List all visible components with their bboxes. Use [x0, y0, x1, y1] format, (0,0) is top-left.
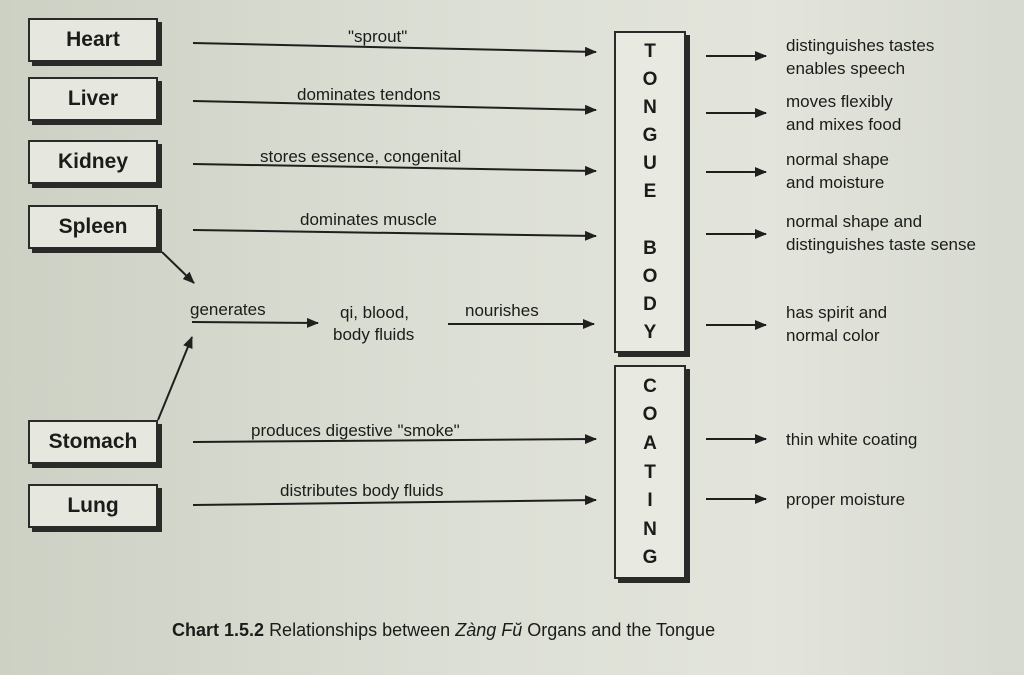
- result-line: and moisture: [786, 173, 885, 192]
- result-6: thin white coating: [786, 428, 917, 451]
- arrow-liver: [192, 100, 597, 115]
- edge-label-liver: dominates tendons: [297, 85, 441, 104]
- body-letter: D: [643, 293, 657, 315]
- column-gap: [647, 211, 652, 230]
- arrow-spleen: [192, 229, 597, 241]
- result-line: distinguishes taste sense: [786, 235, 976, 254]
- organ-spleen: Spleen: [28, 205, 158, 249]
- result-line: has spirit and: [786, 303, 888, 322]
- tongue-letter: E: [643, 181, 657, 203]
- tongue-letter: N: [643, 97, 657, 119]
- body-letter: B: [643, 237, 657, 259]
- node-qi-blood-line1: qi, blood,: [340, 303, 409, 322]
- arrow-kidney: [192, 163, 597, 176]
- coating-letter: I: [647, 490, 653, 512]
- result-3: normal shape and moisture: [786, 148, 889, 194]
- edge-label-lung: distributes body fluids: [280, 481, 444, 500]
- edge-label-spleen: dominates muscle: [300, 210, 438, 229]
- caption-number: Chart 1.5.2: [172, 620, 265, 640]
- edge-label-generates: generates: [190, 300, 266, 319]
- body-letter: Y: [643, 321, 657, 343]
- coating-letter: N: [643, 518, 657, 540]
- caption-term: Zàng Fŭ: [455, 620, 523, 640]
- tongue-letter: T: [644, 41, 656, 63]
- result-line: distinguishes tastes: [786, 36, 935, 55]
- result-line: enables speech: [786, 59, 906, 78]
- tongue-body-column: T O N G U E B O D Y: [614, 31, 686, 353]
- organ-heart: Heart: [28, 18, 158, 62]
- body-letter: O: [642, 265, 658, 287]
- edge-label-heart: "sprout": [348, 27, 408, 46]
- result-line: and mixes food: [786, 115, 902, 134]
- result-line: normal shape: [786, 150, 890, 169]
- arrow-generates: [191, 317, 319, 328]
- arrow-spleen-to-generates: [161, 251, 195, 284]
- result-7: proper moisture: [786, 488, 905, 511]
- organ-liver: Liver: [28, 77, 158, 121]
- node-qi-blood-line2: body fluids: [333, 325, 415, 344]
- organ-stomach: Stomach: [28, 420, 158, 464]
- edge-label-kidney: stores essence, congenital: [260, 147, 462, 166]
- coating-letter: G: [642, 547, 658, 569]
- edge-label-nourishes: nourishes: [465, 301, 539, 320]
- arrow-heart: [192, 42, 597, 57]
- arrow-stomach: [192, 434, 597, 445]
- result-1: distinguishes tastes enables speech: [786, 34, 934, 80]
- result-4: normal shape and distinguishes taste sen…: [786, 210, 976, 256]
- chart-caption: Chart 1.5.2 Relationships between Zàng F…: [172, 620, 715, 641]
- caption-text-before: Relationships between: [269, 620, 451, 640]
- result-line: moves flexibly: [786, 92, 893, 111]
- coating-letter: A: [643, 432, 657, 454]
- result-2: moves flexibly and mixes food: [786, 90, 901, 136]
- caption-text-after: Organs and the Tongue: [527, 620, 716, 640]
- arrow-stomach-to-generates: [157, 336, 193, 421]
- result-5: has spirit and normal color: [786, 301, 887, 347]
- tongue-coating-column: C O A T I N G: [614, 365, 686, 579]
- result-line: proper moisture: [786, 490, 906, 509]
- organ-kidney: Kidney: [28, 140, 158, 184]
- tongue-letter: G: [642, 125, 658, 147]
- tongue-letter: U: [643, 153, 657, 175]
- result-line: normal shape and: [786, 212, 923, 231]
- coating-letter: T: [644, 461, 656, 483]
- result-line: thin white coating: [786, 430, 918, 449]
- result-line: normal color: [786, 326, 880, 345]
- edge-label-stomach: produces digestive "smoke": [251, 421, 460, 440]
- arrow-lung: [192, 495, 597, 506]
- coating-letter: O: [642, 404, 658, 426]
- coating-letter: C: [643, 375, 657, 397]
- organ-lung: Lung: [28, 484, 158, 528]
- tongue-letter: O: [642, 69, 658, 91]
